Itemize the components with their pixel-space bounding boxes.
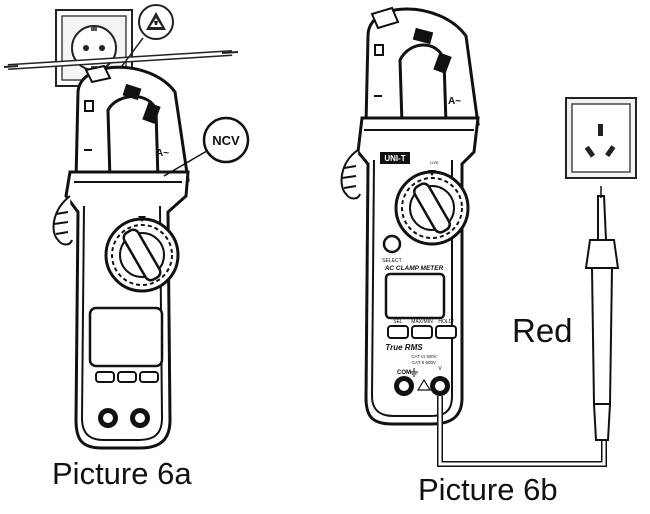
cat-line-2: CAT II 600V — [412, 360, 436, 365]
cat-line-1: CAT III 300V — [411, 354, 436, 359]
title-band: AC CLAMP METER — [384, 265, 444, 272]
button-label-hold: HOLD/ — [438, 319, 454, 325]
select-button — [382, 234, 402, 254]
picture-6b: A~ UNI-T LIVE SELECT AC CLAMP METER — [340, 6, 637, 467]
warning-triangle-icon — [416, 378, 432, 391]
com-label: COM — [397, 370, 411, 376]
button-label-maxmin: MAX/MIN — [411, 319, 433, 325]
svg-text:A~: A~ — [448, 96, 461, 107]
button-label-sel: SEL — [393, 319, 403, 325]
clamp-meter-b: A~ UNI-T LIVE SELECT AC CLAMP METER — [340, 6, 480, 426]
live-wire — [3, 50, 239, 70]
red-test-lead — [437, 186, 620, 467]
brand-label: UNI-T — [384, 154, 405, 163]
select-label: SELECT — [382, 258, 401, 264]
ground-icon — [410, 368, 418, 377]
ncv-label: NCV — [212, 133, 240, 148]
caption-picture-6a: Picture 6a — [52, 456, 192, 491]
clamp-meter-a: A~ — [52, 64, 190, 450]
caption-picture-6b: Picture 6b — [418, 472, 558, 507]
true-rms-label: True RMS — [385, 343, 423, 352]
ncv-callout: NCV — [163, 116, 250, 177]
live-wire-hand-icon — [115, 4, 174, 75]
picture-6a: A~ — [3, 4, 250, 450]
probe-label-red: Red — [512, 312, 573, 349]
svg-text:A~: A~ — [156, 148, 169, 159]
dial-mark: LIVE — [430, 160, 439, 165]
v-label: V — [438, 366, 442, 372]
outlet-icon — [565, 97, 637, 179]
